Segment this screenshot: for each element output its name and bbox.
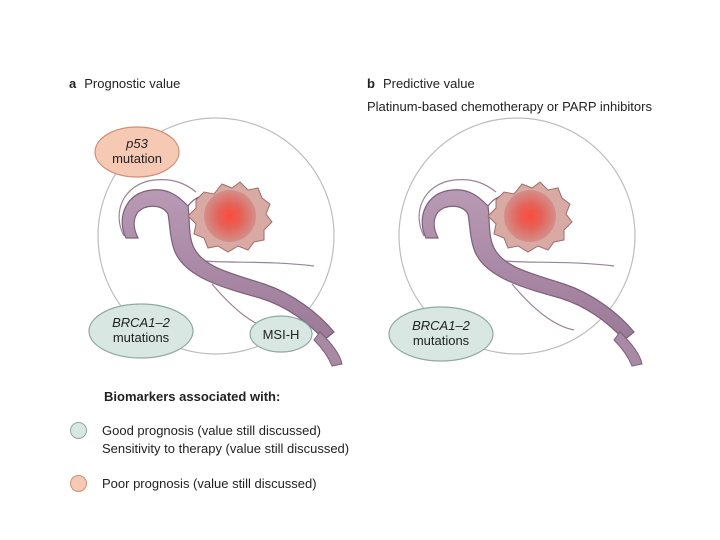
- msi-h-badge: MSI-H: [249, 315, 313, 353]
- panel-b-brca-line1: BRCA1–2: [412, 318, 471, 333]
- panel-b-letter: b: [367, 76, 375, 91]
- panel-a-brca-line1: BRCA1–2: [112, 315, 171, 330]
- panel-a-brca-line2: mutations: [113, 330, 170, 345]
- panel-a-title: Prognostic value: [84, 76, 181, 91]
- panel-b-brca-line2: mutations: [413, 333, 470, 348]
- panel-b-heading: b Predictive value: [367, 76, 475, 92]
- p53-badge-line1: p53: [125, 136, 148, 151]
- panel-a-brca-badge: BRCA1–2 mutations: [88, 303, 194, 359]
- p53-mutation-badge: p53 mutation: [94, 126, 180, 178]
- legend-good-item: Good prognosis (value still discussed) S…: [70, 422, 349, 458]
- legend-title: Biomarkers associated with:: [104, 389, 281, 404]
- panel-a-letter: a: [69, 76, 77, 91]
- panel-b-subtitle: Platinum-based chemotherapy or PARP inhi…: [367, 99, 652, 114]
- legend-poor-item: Poor prognosis (value still discussed): [70, 475, 317, 493]
- panel-b-title: Predictive value: [382, 76, 475, 91]
- legend-good-line1: Good prognosis (value still discussed): [102, 423, 321, 438]
- legend-good-line2: Sensitivity to therapy (value still disc…: [102, 441, 350, 456]
- panel-a-heading: a Prognostic value: [69, 76, 180, 92]
- panel-b-circle: [398, 117, 636, 355]
- good-swatch-icon: [70, 422, 87, 439]
- panel-b-brca-badge: BRCA1–2 mutations: [388, 306, 494, 362]
- p53-badge-line2: mutation: [112, 151, 162, 166]
- poor-swatch-icon: [70, 475, 87, 492]
- legend-poor-line1: Poor prognosis (value still discussed): [102, 476, 317, 491]
- panel-a-circle: [97, 117, 335, 355]
- msi-h-label: MSI-H: [263, 327, 300, 342]
